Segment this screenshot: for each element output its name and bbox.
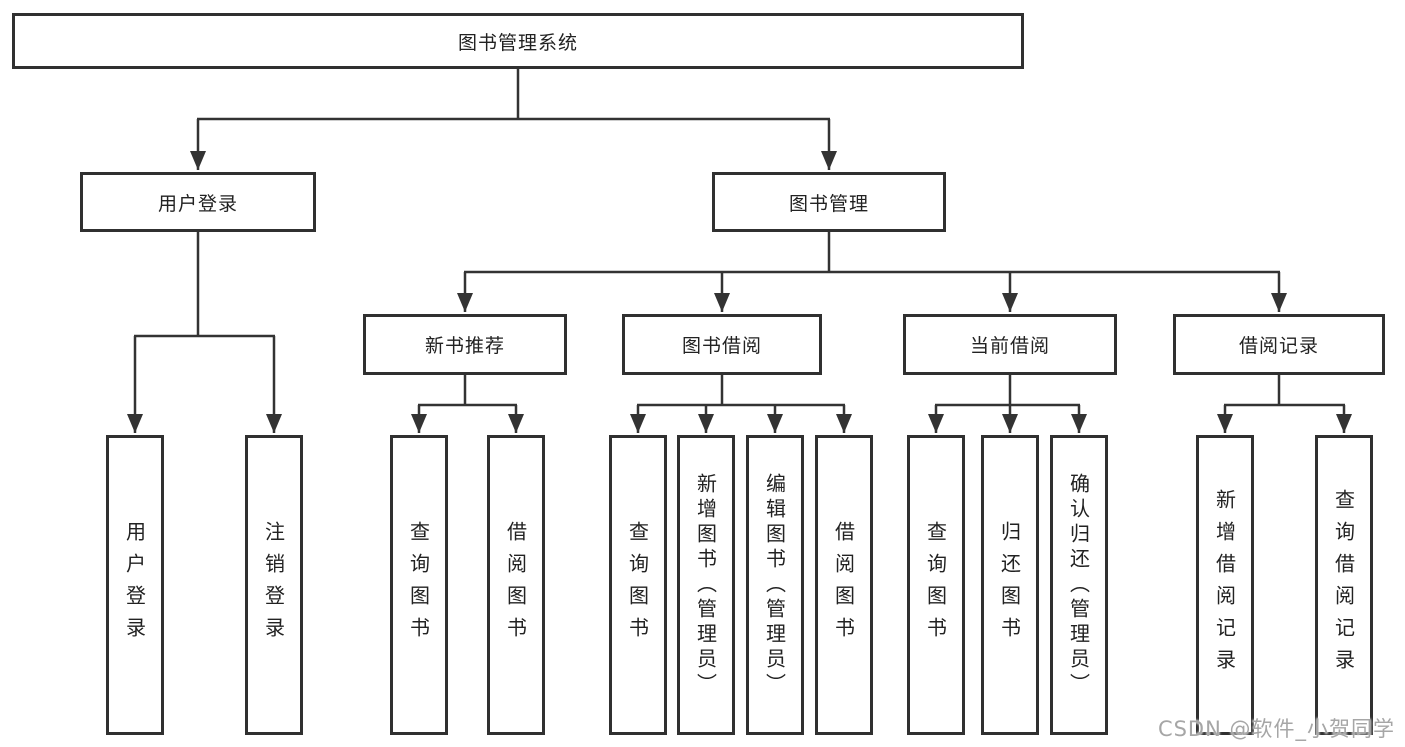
leaf-borrow-books: 借阅图书 <box>487 435 545 735</box>
node-new-book-recommendation: 新书推荐 <box>363 314 567 375</box>
leaf-query-books: 查询图书 <box>390 435 448 735</box>
leaf-borrow-books: 借阅图书 <box>815 435 873 735</box>
node-library-management-system: 图书管理系统 <box>12 13 1024 69</box>
leaf-add-books-admin: 新增图书（管理员） <box>677 435 735 735</box>
leaf-query-books: 查询图书 <box>907 435 965 735</box>
leaf-confirm-return-admin: 确认归还（管理员） <box>1050 435 1108 735</box>
node-current-borrowing: 当前借阅 <box>903 314 1117 375</box>
node-user-login: 用户登录 <box>80 172 316 232</box>
leaf-logout: 注销登录 <box>245 435 303 735</box>
node-book-management: 图书管理 <box>712 172 946 232</box>
leaf-query-borrow-record: 查询借阅记录 <box>1315 435 1373 735</box>
node-borrowing-records: 借阅记录 <box>1173 314 1385 375</box>
node-book-borrowing: 图书借阅 <box>622 314 822 375</box>
leaf-user-login: 用户登录 <box>106 435 164 735</box>
leaf-query-books: 查询图书 <box>609 435 667 735</box>
leaf-add-borrow-record: 新增借阅记录 <box>1196 435 1254 735</box>
csdn-watermark: CSDN @软件_小贺同学 <box>1157 717 1395 741</box>
leaf-return-books: 归还图书 <box>981 435 1039 735</box>
leaf-edit-books-admin: 编辑图书（管理员） <box>746 435 804 735</box>
